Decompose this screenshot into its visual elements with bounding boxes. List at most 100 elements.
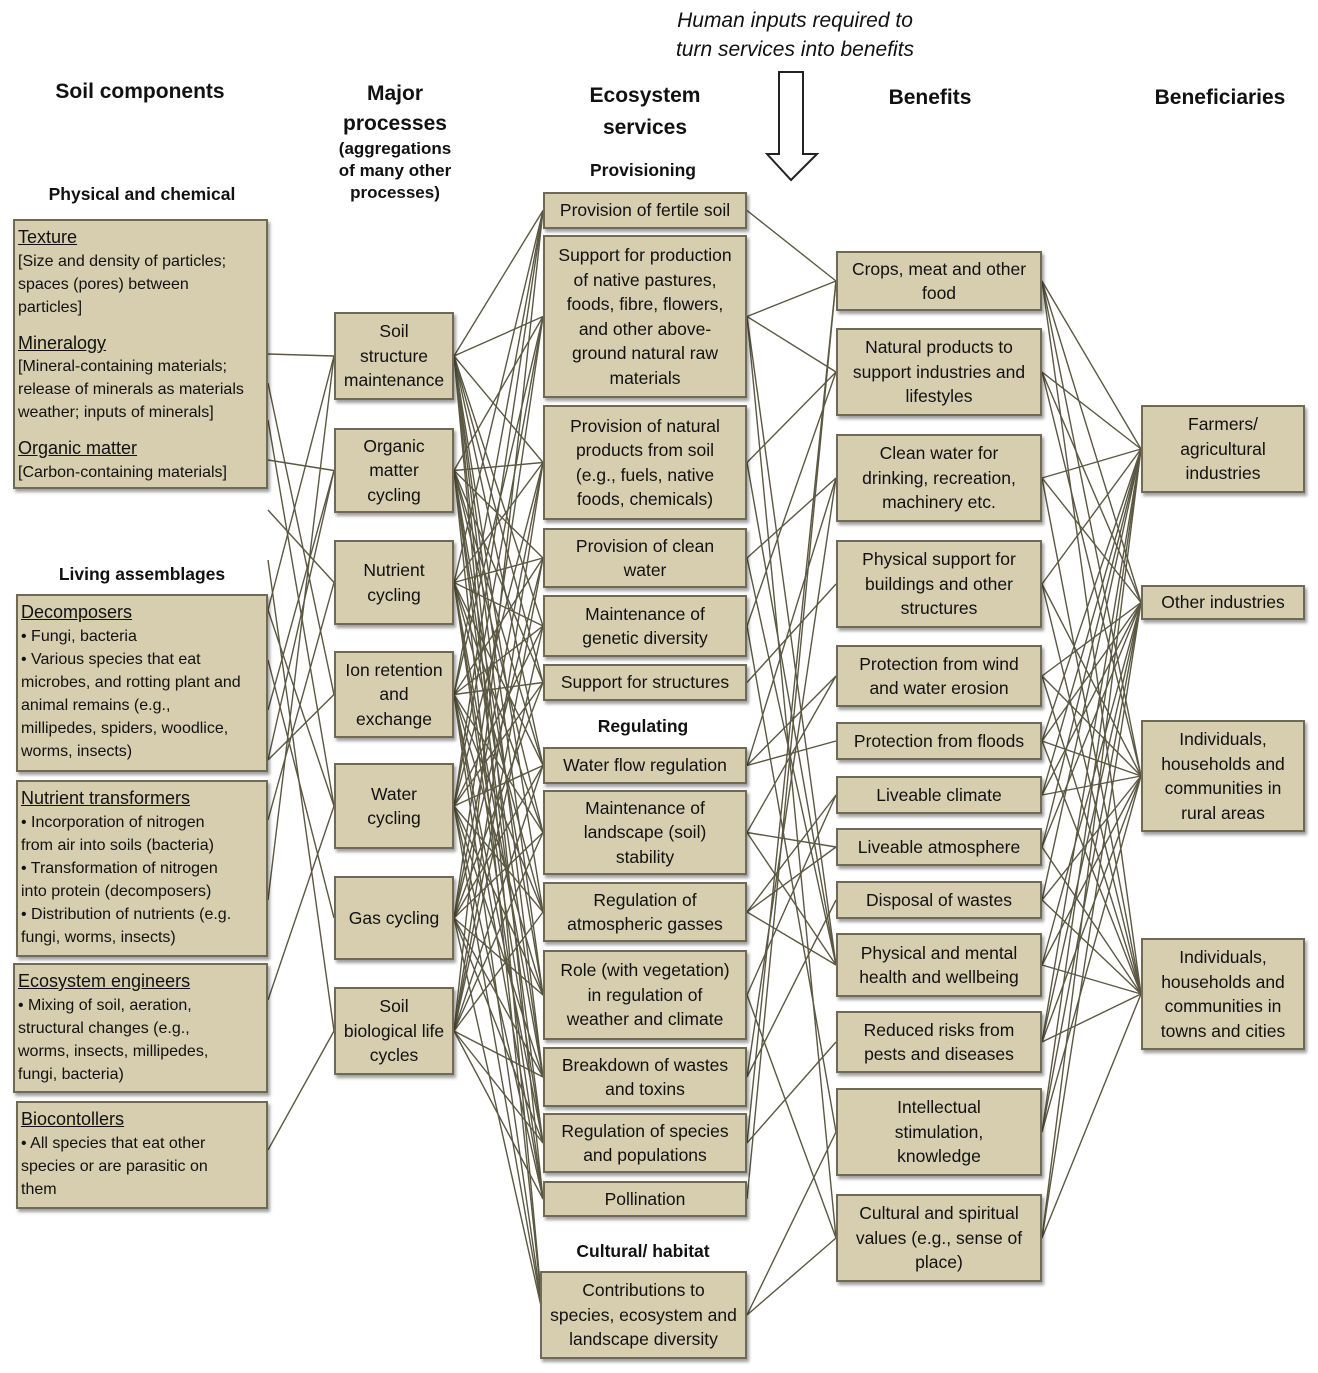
process-service-link-6-0 — [453, 210, 544, 1032]
process-service-link-3-11 — [453, 694, 544, 1144]
process-box-4-line-2: and — [379, 684, 409, 705]
mineralogy-heading: Mineralogy — [18, 332, 107, 353]
service-box-7: Water flow regulation — [543, 747, 747, 784]
process-service-link-4-2 — [453, 462, 544, 807]
service-box-5-line-2: genetic diversity — [582, 628, 708, 648]
service-box-13-line-1: Pollination — [604, 1188, 686, 1209]
service-benefit-link-26 — [746, 280, 837, 1144]
benefit-beneficiary-link-4-3 — [1041, 675, 1142, 995]
benefit-box-1-line-1: Crops, meat and other — [851, 258, 1027, 279]
benefit-box-4-line-1: Physical support for — [862, 549, 1016, 570]
benefit-box-10: Physical and mental health and wellbeing — [836, 933, 1042, 997]
benefit-box-11-line-1: Reduced risks from — [863, 1019, 1015, 1040]
benefit-box-2-line-3: lifestyles — [905, 386, 973, 407]
service-box-12-line-2: and populations — [583, 1145, 707, 1165]
header-major-processes-line1: Major — [366, 82, 423, 105]
service-benefit-link-24 — [746, 832, 837, 966]
benefit-beneficiary-link-8-3 — [1041, 899, 1142, 995]
service-benefit-link-4 — [746, 316, 837, 966]
benefit-box-2-line-2: support industries and — [852, 361, 1026, 382]
service-box-8-line-3: stability — [615, 846, 675, 867]
header-major-processes-sub2: of many other — [338, 161, 452, 180]
process-service-link-4-12 — [453, 805, 544, 1200]
service-box-14-line-2: species, ecosystem and — [550, 1304, 737, 1325]
component-process-link-2 — [267, 382, 335, 695]
process-service-link-0-5 — [453, 355, 544, 683]
beneficiary-box-4-line-1: Individuals, — [1179, 947, 1267, 967]
service-box-3-line-2: products from soil — [575, 440, 715, 460]
header-beneficiaries: Beneficiaries — [1154, 86, 1286, 109]
process-service-link-6-2 — [453, 462, 544, 1032]
benefit-beneficiary-link-11-0 — [1041, 448, 1142, 1133]
benefit-beneficiary-link-3-0 — [1041, 448, 1142, 585]
header-major-processes-line2: processes — [343, 112, 447, 135]
benefit-box-12-line-2: stimulation, — [894, 1121, 984, 1142]
process-service-link-6-4 — [453, 625, 544, 1032]
benefit-box-4-line-3: structures — [900, 598, 978, 619]
benefit-beneficiary-link-11-2 — [1041, 775, 1142, 1133]
component-ecosystem-engineers: Ecosystem engineers • Mixing of soil, ae… — [13, 963, 268, 1093]
group-living-assemblages: Living assemblages — [58, 564, 226, 584]
service-box-1: Provision of fertile soil — [543, 192, 747, 229]
service-box-10-line-1: Role (with vegetation) — [560, 960, 730, 981]
benefit-box-10-line-1: Physical and mental — [860, 942, 1018, 963]
service-benefit-link-30 — [746, 911, 837, 966]
service-box-10-line-2: in regulation of — [587, 984, 703, 1005]
process-service-link-6-3 — [453, 557, 544, 1032]
process-box-1-line-1: Soil — [379, 321, 409, 342]
component-process-link-13 — [267, 805, 335, 1001]
nutrient-transformers-heading: Nutrient transformers — [21, 788, 191, 808]
benefit-beneficiary-link-1-2 — [1041, 371, 1142, 777]
service-benefit-link-28 — [746, 477, 837, 766]
benefit-box-9: Disposal of wastes — [836, 881, 1042, 919]
service-box-3-line-1: Provision of natural — [570, 415, 720, 436]
process-service-link-3-0 — [453, 210, 544, 695]
process-service-link-4-1 — [453, 316, 544, 807]
service-box-11-line-2: and toxins — [605, 1079, 685, 1099]
benefit-beneficiary-link-7-1 — [1041, 602, 1142, 848]
benefit-box-10-line-2: health and wellbeing — [859, 967, 1019, 987]
service-benefit-link-1 — [746, 209, 837, 282]
benefit-box-5-line-1: Protection from wind — [859, 653, 1019, 674]
group-physical-chemical: Physical and chemical — [48, 184, 236, 204]
benefit-beneficiary-link-10-2 — [1041, 775, 1142, 1043]
component-process-link-8 — [267, 659, 335, 919]
service-box-2-line-1: Support for production — [558, 245, 732, 265]
service-box-14-line-1: Contributions to — [582, 1280, 705, 1301]
process-box-1-line-2: structure — [359, 345, 429, 366]
process-box-5-line-1: Water — [370, 783, 418, 804]
service-box-6-line-1: Support for structures — [560, 672, 730, 693]
process-box-3-line-2: cycling — [367, 584, 421, 605]
component-process-link-16 — [267, 470, 335, 761]
benefit-box-1-line-2: food — [921, 283, 957, 303]
component-process-link-6 — [267, 559, 335, 1032]
process-service-link-3-8 — [453, 694, 544, 913]
benefit-beneficiary-link-12-3 — [1041, 993, 1142, 1239]
service-benefit-link-3 — [746, 315, 837, 373]
process-service-link-4-10 — [453, 805, 544, 1078]
service-box-14-line-3: landscape diversity — [569, 1329, 718, 1350]
beneficiary-box-1-line-2: agricultural — [1180, 438, 1266, 459]
benefit-box-5-line-2: and water erosion — [869, 678, 1009, 698]
process-service-link-0-2 — [453, 355, 544, 463]
process-service-link-6-12 — [453, 1030, 544, 1200]
benefit-beneficiary-link-6-1 — [1041, 602, 1142, 796]
benefit-beneficiary-link-8-0 — [1041, 448, 1142, 901]
service-benefit-link-19 — [746, 280, 837, 1200]
service-box-14: Contributions to species, ecosystem and la… — [540, 1271, 747, 1359]
header-benefits: Benefits — [888, 86, 972, 109]
benefit-box-7: Liveable climate — [836, 776, 1042, 814]
biocontrollers-heading: Biocontollers — [21, 1109, 125, 1129]
human-inputs-line1: Human inputs required to — [677, 9, 913, 32]
process-service-link-4-6 — [453, 764, 544, 807]
service-box-7-line-1: Water flow regulation — [563, 755, 727, 776]
